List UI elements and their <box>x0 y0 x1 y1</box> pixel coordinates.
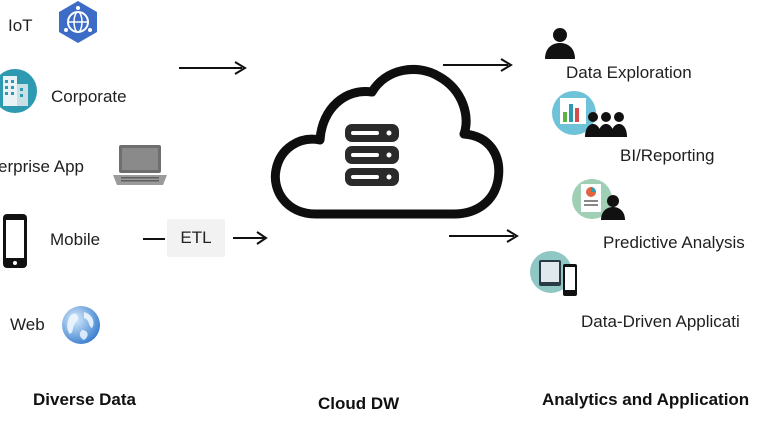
database-icon <box>345 124 399 186</box>
source-iot-label: IoT <box>8 16 33 35</box>
corporate-building-icon <box>0 69 37 113</box>
laptop-icon <box>113 145 167 185</box>
output-data-exploration-label: Data Exploration <box>566 63 692 82</box>
arrow-etl-to-cloud <box>233 231 268 245</box>
mobile-phone-icon <box>3 214 27 268</box>
source-web-label: Web <box>10 315 45 334</box>
etl-box: ETL <box>167 219 225 257</box>
arrow-cloud-to-outputs-bottom <box>449 229 519 243</box>
iot-network-icon <box>59 1 97 43</box>
column-heading-diverse-data: Diverse Data <box>33 390 137 409</box>
web-globe-icon <box>62 306 100 344</box>
predictive-report-icon <box>572 179 612 219</box>
output-data-driven-apps-label: Data-Driven Applicati <box>581 312 740 331</box>
column-heading-cloud-dw: Cloud DW <box>318 394 400 413</box>
source-enterprise-app-label: erprise App <box>0 157 84 176</box>
tablet-phone-icon <box>530 251 577 296</box>
single-user-icon <box>545 28 575 59</box>
user-group-icon <box>585 112 627 137</box>
etl-label: ETL <box>180 228 212 247</box>
arrow-mobile-to-etl <box>143 238 165 240</box>
column-heading-analytics: Analytics and Application <box>542 390 750 409</box>
analyst-user-icon <box>601 195 625 220</box>
arrow-sources-to-cloud-top <box>179 61 247 75</box>
source-corporate-label: Corporate <box>51 87 127 106</box>
output-bi-reporting-label: BI/Reporting <box>620 146 715 165</box>
arrow-cloud-to-outputs-top <box>443 58 513 72</box>
bi-chart-icon <box>552 91 596 135</box>
output-predictive-analysis-label: Predictive Analysis <box>603 233 745 252</box>
source-mobile-label: Mobile <box>50 230 101 249</box>
